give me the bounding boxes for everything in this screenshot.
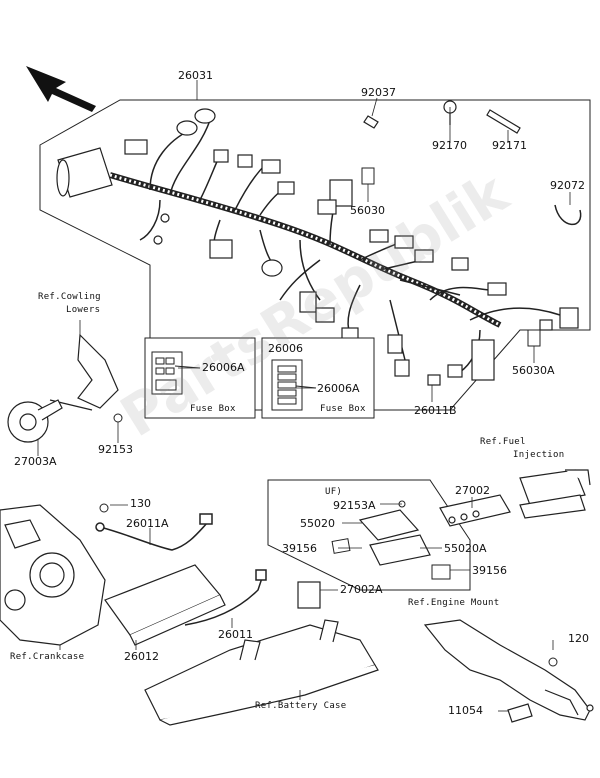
label-92171: 92171 [492, 139, 527, 152]
label-92170: 92170 [432, 139, 467, 152]
band-92072 [554, 204, 582, 226]
fuse-box-1 [144, 337, 256, 419]
uf-box-outline [267, 479, 471, 591]
label-ref-fuel-injection: Injection [513, 450, 565, 460]
bracket-55020 [358, 509, 431, 566]
label-uf: UF) [325, 487, 343, 497]
pad-39156-left [331, 538, 351, 554]
label-120: 120 [568, 632, 589, 645]
label-fusebox2-26006A: 26006A [317, 382, 360, 395]
leader-lines [37, 80, 571, 712]
label-26011A: 26011A [126, 517, 169, 530]
label-92037: 92037 [361, 86, 396, 99]
label-fusebox2-26006: 26006 [268, 342, 303, 355]
label-27003A: 27003A [14, 455, 57, 468]
label-55020: 55020 [300, 517, 335, 530]
harness-connectors [124, 108, 579, 386]
relay-27002A [297, 581, 321, 609]
label-26011: 26011 [218, 628, 253, 641]
fuse-box-2 [261, 337, 375, 419]
label-39156-right: 39156 [472, 564, 507, 577]
label-fusebox1-caption: Fuse Box [190, 404, 236, 414]
bolt-130 [99, 503, 109, 513]
horn [7, 399, 63, 443]
relay-27002 [439, 494, 511, 527]
label-fusebox1-26006A: 26006A [202, 361, 245, 374]
cable-26011A [95, 513, 213, 551]
label-ref-cowling: Ref.Cowling [38, 292, 101, 302]
connector-56030A-pad [527, 329, 541, 347]
cable-26011 [184, 569, 267, 626]
label-11054: 11054 [448, 704, 483, 717]
label-ref-crankcase: Ref.Crankcase [10, 652, 85, 662]
label-ref-engine-mount: Ref.Engine Mount [408, 598, 500, 608]
tie-92171 [486, 109, 521, 134]
connector-56030-pad [361, 167, 375, 185]
label-ref-cowling-lowers: Lowers [66, 305, 101, 315]
horn-bracket [49, 333, 119, 411]
plate-11054 [507, 703, 533, 723]
front-direction-arrow [26, 66, 96, 112]
label-130: 130 [130, 497, 151, 510]
label-26011B: 26011B [414, 404, 457, 417]
label-26031: 26031 [178, 69, 213, 82]
label-92072: 92072 [550, 179, 585, 192]
crankcase [0, 504, 106, 646]
label-27002: 27002 [455, 484, 490, 497]
relay-26012 [104, 564, 226, 646]
fuel-injection-bracket [519, 469, 591, 519]
bolt-120 [548, 657, 558, 667]
label-27002A: 27002A [340, 583, 383, 596]
label-92153: 92153 [98, 443, 133, 456]
label-55020A: 55020A [444, 542, 487, 555]
label-fusebox2-caption: Fuse Box [320, 404, 366, 414]
pad-39156-right [431, 564, 451, 580]
engine-mount [423, 619, 594, 721]
label-56030: 56030 [350, 204, 385, 217]
label-56030A: 56030A [512, 364, 555, 377]
clamp-92037 [363, 115, 379, 129]
label-ref-battery-case: Ref.Battery Case [255, 701, 347, 711]
label-ref-fuel: Ref.Fuel [480, 437, 526, 447]
label-92153A: 92153A [333, 499, 376, 512]
battery-case [144, 619, 379, 726]
label-39156-left: 39156 [282, 542, 317, 555]
label-26012: 26012 [124, 650, 159, 663]
bolt-92153 [113, 413, 123, 423]
